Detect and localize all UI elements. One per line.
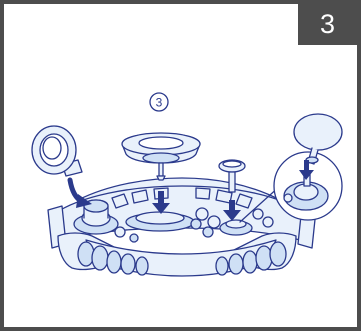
stick-cap-part [218,159,246,193]
callout-label: 3 [156,96,163,110]
controller-body [47,177,317,277]
callout-number: 3 [149,92,169,112]
step-number: 3 [319,9,336,39]
detail-zoom-inset [239,113,343,223]
assembly-arrows [67,160,314,221]
step-number-badge: 3 [298,4,357,45]
knob-part [121,132,201,181]
ring-cap-part [31,125,83,177]
